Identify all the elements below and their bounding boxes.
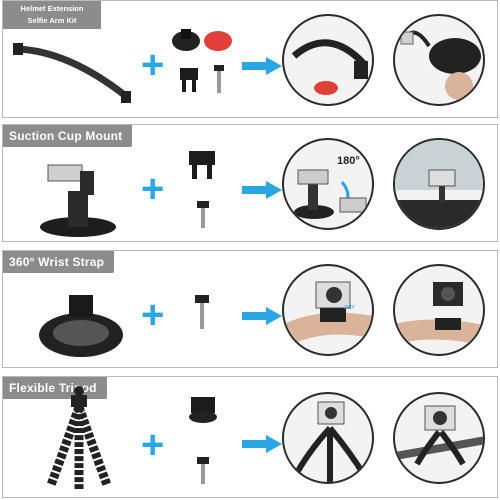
panel-helmet-extension: Helmet Extension Selfie Arm Kit + [2,0,498,118]
mount-parts-image [172,29,232,93]
flexible-tripod-image [46,386,112,489]
rotation-badge: 180° [337,155,360,167]
wrist-user-image [393,264,485,356]
arrow-right-icon [242,435,282,453]
arrow-right-icon [242,57,282,75]
plus-icon: + [141,293,165,337]
suction-rotation-image [282,138,374,230]
label-line-2: Selfie Arm Kit [27,16,77,25]
wrist-camera-image [282,264,374,356]
tripod-adapter-screw-image [189,397,217,484]
screw-image [195,295,209,329]
wrist-strap-image [39,295,123,357]
helmet-mount-example-image [282,14,374,106]
panel-label: 360° Wrist Strap [3,251,115,273]
tripod-bike-example-image [393,392,485,484]
plus-icon: + [141,423,165,467]
panel-suction-cup: Suction Cup Mount + 180° [2,124,498,242]
panel-label: Helmet Extension Selfie Arm Kit [3,1,101,29]
arrow-right-icon [242,307,282,325]
plus-icon: + [141,43,165,87]
windshield-example-image [393,138,485,230]
panel-label: Suction Cup Mount [3,125,133,147]
panel-flexible-tripod: Flexible Tripod + [2,376,498,498]
buckle-screw-image [189,151,215,228]
label-line-1: Helmet Extension [20,4,84,13]
panel-wrist-strap: 360° Wrist Strap + 360° [2,250,498,368]
arrow-right-icon [242,181,282,199]
helmet-user-image [393,14,485,106]
selfie-arm-image [13,43,131,103]
plus-icon: + [141,167,165,211]
suction-cup-image [40,164,116,237]
tripod-camera-image [282,392,374,484]
rotation-badge: 360° [344,305,356,311]
